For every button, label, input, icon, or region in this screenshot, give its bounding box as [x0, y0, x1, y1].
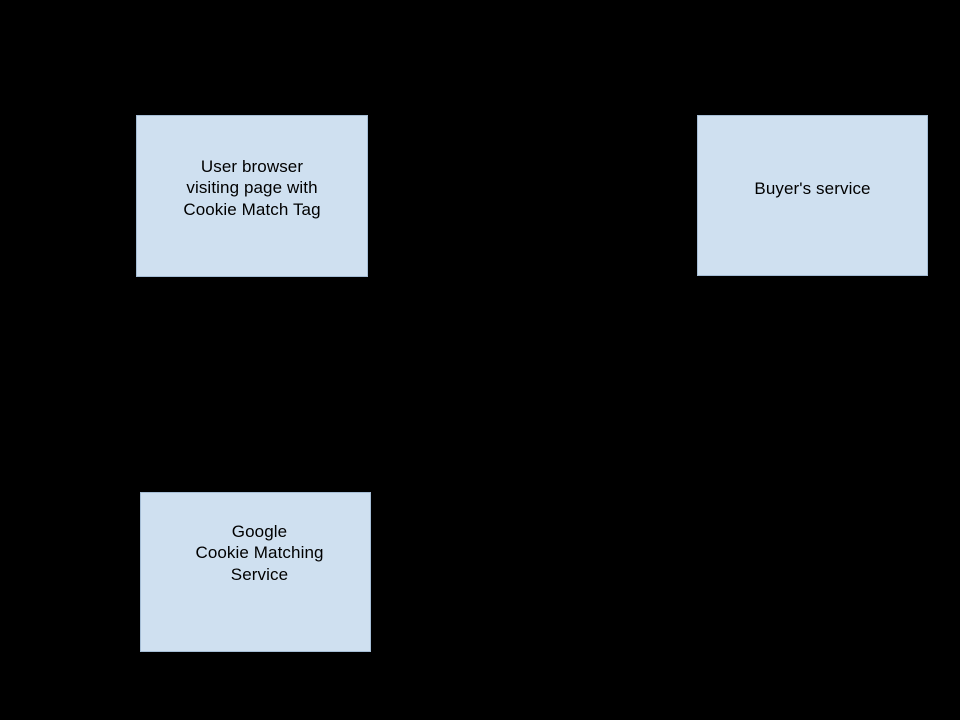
node-google-cookie-matching-service[interactable]: Google Cookie Matching Service	[140, 492, 371, 652]
node-buyers-service-label: Buyer's service	[754, 178, 871, 198]
node-user-browser-label: User browser visiting page with Cookie M…	[183, 156, 321, 219]
node-google-cookie-matching-service-label: Google Cookie Matching Service	[195, 521, 324, 584]
node-buyers-service[interactable]: Buyer's service	[697, 115, 928, 276]
node-user-browser[interactable]: User browser visiting page with Cookie M…	[136, 115, 368, 277]
